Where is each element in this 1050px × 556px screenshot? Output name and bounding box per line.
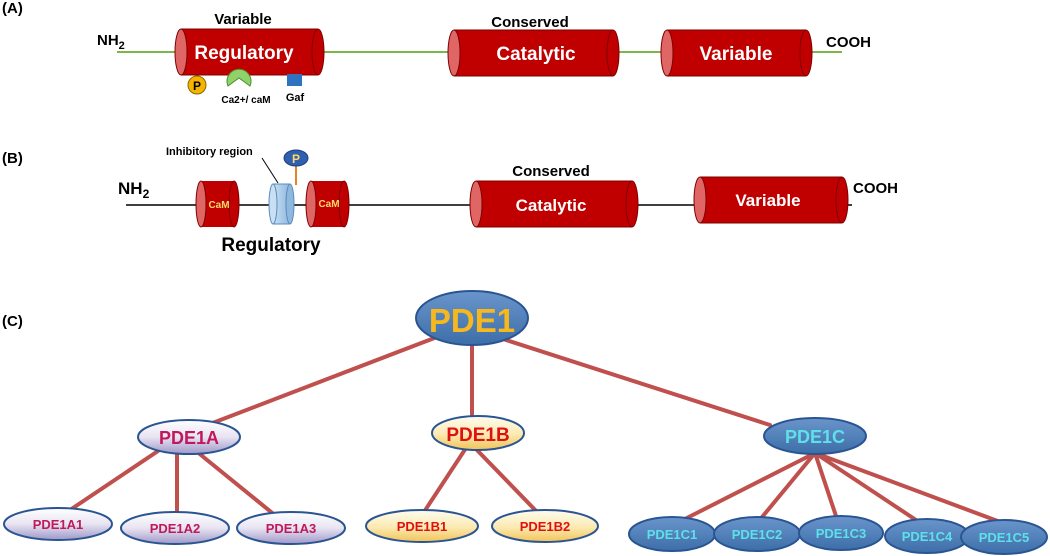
panel-a: (A) NH2 COOH Variable Regulatory P Ca2+/… [2,0,871,106]
inhibitory-pointer [261,157,279,184]
svg-text:P: P [292,152,300,166]
cam-cylinder-1 [195,180,240,228]
pde1c4-node: PDE1C4 [884,518,970,554]
panel-b-c-terminus: COOH [853,180,898,197]
panel-b-catalytic-title: Conserved [512,163,590,180]
panel-b-catalytic-label: Catalytic [516,196,587,215]
panel-a-variable-label: Variable [700,44,773,65]
inhibitory-region-cylinder [268,183,295,225]
svg-text:P: P [193,79,201,93]
pde1b-node: PDE1B [431,415,525,451]
ca-cam-label: Ca2+/ caM [221,95,270,106]
panel-b: (B) NH2 COOH CaM Inhibitory region P [2,146,898,256]
panel-b-variable-label: Variable [735,191,800,210]
pde1c3-node: PDE1C3 [798,515,884,551]
panel-a-regulatory-cylinder [174,28,325,76]
panel-a-regulatory-title: Variable [214,11,272,28]
panel-a-regulatory-label: Regulatory [194,43,294,64]
svg-text:PDE1: PDE1 [429,302,515,339]
svg-text:PDE1A: PDE1A [159,428,219,448]
svg-text:PDE1B2: PDE1B2 [520,519,571,534]
svg-text:PDE1C2: PDE1C2 [732,527,783,542]
svg-text:PDE1C5: PDE1C5 [979,530,1030,545]
svg-text:PDE1B: PDE1B [446,425,509,446]
pde1c2-node: PDE1C2 [713,516,801,552]
panel-a-catalytic-title: Conserved [491,14,569,31]
pde1b2-node: PDE1B2 [491,509,599,543]
panel-a-label: (A) [2,0,23,17]
pde1c-node: PDE1C [763,417,867,455]
gaf-domain-icon [287,74,302,86]
panel-a-n-terminus: NH2 [97,32,125,52]
pde1c1-node: PDE1C1 [628,516,716,552]
pde1a1-node: PDE1A1 [3,507,113,541]
svg-text:PDE1C1: PDE1C1 [647,527,698,542]
cam-label-2: CaM [318,199,339,210]
panel-a-c-terminus: COOH [826,34,871,51]
cam-label-1: CaM [208,200,229,211]
svg-text:PDE1A1: PDE1A1 [33,517,84,532]
panel-a-variable-cylinder [660,29,813,77]
pde1c5-node: PDE1C5 [960,519,1048,555]
tree-edges [65,335,1005,525]
panel-b-label: (B) [2,150,23,167]
ca-cam-binding-icon [226,68,252,87]
cam-cylinder-2 [305,180,350,228]
gaf-label: Gaf [286,92,305,104]
panel-a-catalytic-cylinder [447,29,620,77]
panel-b-variable-cylinder [693,176,849,224]
pde1a-node: PDE1A [137,419,241,455]
panel-b-regulatory-label: Regulatory [221,235,321,256]
pde1b1-node: PDE1B1 [365,509,479,543]
panel-c-label: (C) [2,313,23,330]
svg-text:PDE1C3: PDE1C3 [816,526,867,541]
panel-b-catalytic-cylinder [469,180,639,228]
panel-b-n-terminus: NH2 [118,179,150,201]
phospho-site-a: P [187,75,207,95]
svg-text:PDE1A3: PDE1A3 [266,521,317,536]
svg-text:PDE1B1: PDE1B1 [397,519,448,534]
svg-text:PDE1C4: PDE1C4 [902,529,953,544]
svg-text:PDE1C: PDE1C [785,427,845,447]
pde1-root-node: PDE1 [415,290,529,346]
phospho-site-b: P [283,149,309,167]
inhibitory-region-label: Inhibitory region [166,146,253,158]
panel-c: (C) PDE1 PDE1A PD [2,290,1048,555]
panel-a-catalytic-label: Catalytic [496,44,576,65]
pde1a3-node: PDE1A3 [236,511,346,545]
pde1a2-node: PDE1A2 [120,511,230,545]
svg-text:PDE1A2: PDE1A2 [150,521,201,536]
